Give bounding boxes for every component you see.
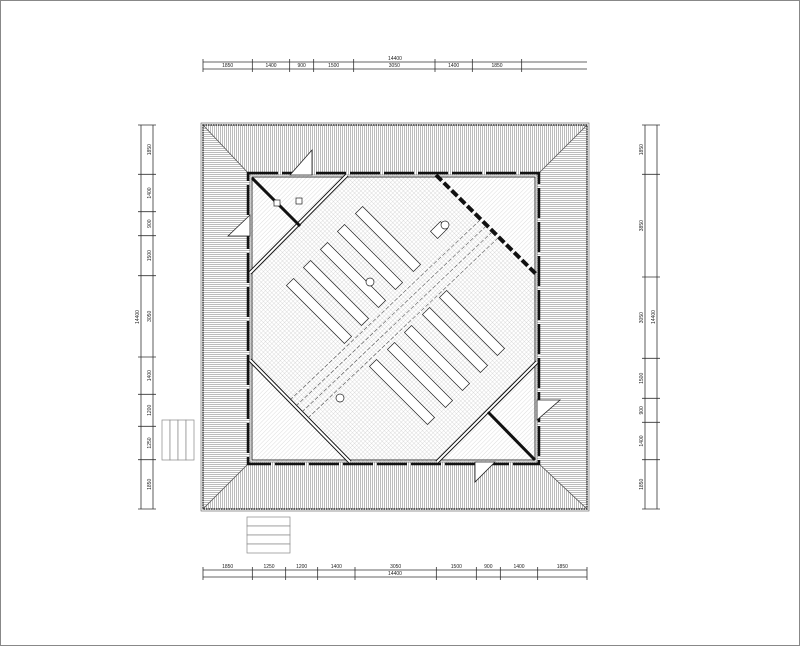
dimension-label: 1500 <box>328 63 339 69</box>
entrances <box>227 148 562 483</box>
dimension-total: 14400 <box>135 310 141 324</box>
bench <box>421 306 489 374</box>
dimension-label: 1400 <box>448 63 459 69</box>
dimension-label: 1850 <box>639 144 645 155</box>
dimension-total: 14400 <box>388 56 402 62</box>
dimension-label: 900 <box>639 406 645 415</box>
exterior-walls <box>246 171 541 466</box>
person-icon <box>365 277 375 287</box>
bench <box>302 259 370 327</box>
dimension-total: 14400 <box>388 571 402 577</box>
dimension-label: 1400 <box>147 187 153 198</box>
toilet-icon <box>273 199 281 207</box>
bench <box>319 241 387 309</box>
dimension-label: 1200 <box>147 405 153 416</box>
dimension-total: 14400 <box>651 310 657 324</box>
bench <box>368 358 436 426</box>
dimension-label: 1400 <box>147 370 153 381</box>
person-icon <box>440 220 450 230</box>
benches <box>285 205 506 426</box>
bench <box>285 277 353 345</box>
bench <box>386 341 454 409</box>
dimension-label: 900 <box>147 219 153 228</box>
dimension-label: 1500 <box>639 373 645 384</box>
dimension-label: 1400 <box>331 564 342 570</box>
dimension-label: 1250 <box>263 564 274 570</box>
central-aisle <box>289 219 499 419</box>
dimension-label: 1200 <box>296 564 307 570</box>
dimension-label: 3850 <box>639 220 645 231</box>
dimension-label: 1850 <box>491 63 502 69</box>
sink-icon <box>295 197 303 205</box>
bench <box>438 289 506 357</box>
dimension-label: 1400 <box>639 435 645 446</box>
dimension-label: 1850 <box>222 63 233 69</box>
dimension-label: 1400 <box>265 63 276 69</box>
dimension-label: 900 <box>297 63 306 69</box>
dimension-label: 3050 <box>639 312 645 323</box>
diagonal-walls <box>248 173 539 464</box>
dimension-label: 1850 <box>147 144 153 155</box>
furniture <box>273 197 450 403</box>
bench <box>403 324 471 392</box>
dimension-label: 1850 <box>147 479 153 490</box>
dimension-label: 900 <box>484 564 493 570</box>
dimension-label: 1850 <box>222 564 233 570</box>
dimension-label: 1250 <box>147 437 153 448</box>
dimension-label: 1500 <box>147 250 153 261</box>
dimension-label: 1850 <box>639 479 645 490</box>
person-icon <box>335 393 345 403</box>
dimension-label: 3050 <box>389 63 400 69</box>
dimension-label: 1500 <box>451 564 462 570</box>
dimension-label: 1850 <box>557 564 568 570</box>
dimension-label: 3050 <box>147 311 153 322</box>
exterior-steps <box>161 419 291 554</box>
dimension-label: 3050 <box>390 564 401 570</box>
roof <box>200 122 590 512</box>
dimension-label: 1400 <box>513 564 524 570</box>
dimension-lines: 1850 1400 900 1500 3050 1400 1850 14400 1850 1250… <box>135 56 660 580</box>
bench <box>336 223 404 291</box>
bench <box>354 205 422 273</box>
